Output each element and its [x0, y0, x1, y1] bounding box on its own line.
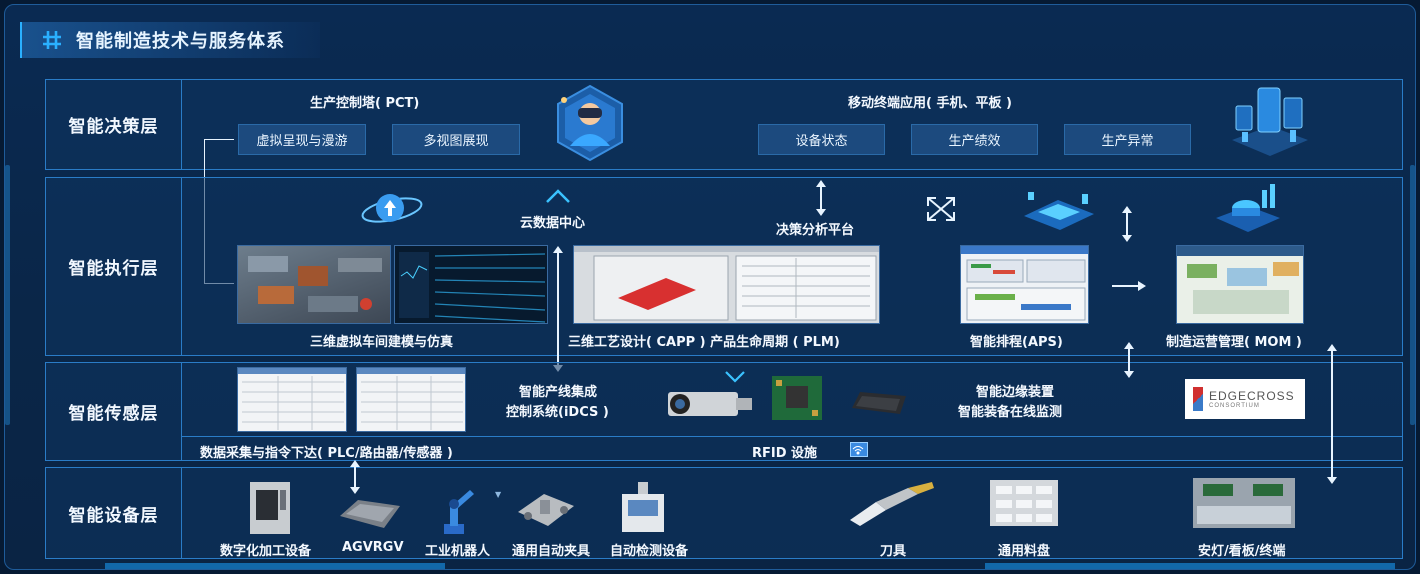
equipment-layer-label: 智能设备层: [46, 468, 182, 558]
camera-icon: [666, 386, 756, 426]
chevron-up-icon: [545, 188, 571, 208]
equipment-label-cnc: 数字化加工设备: [220, 544, 312, 559]
mobile-chip-performance[interactable]: 生产绩效: [911, 124, 1038, 155]
pct-title: 生产控制塔( PCT): [310, 96, 420, 111]
virtual-workshop-image: [237, 245, 391, 324]
andon-board-icon: [1193, 478, 1295, 532]
cloud-upload-icon: [360, 186, 424, 232]
equipment-label-inspection: 自动检测设备: [610, 544, 689, 559]
equipment-label-fixture: 通用自动夹具: [512, 544, 591, 559]
page-title: 智能制造技术与服务体系: [76, 31, 285, 52]
frame-edge-left: [5, 165, 10, 425]
expand-arrows-icon: [924, 194, 958, 228]
cloud-data-center-label: 云数据中心: [520, 216, 586, 231]
mom-caption: 制造运营管理( MOM ): [1166, 335, 1302, 350]
scada-window-2: [356, 367, 466, 432]
mobile-chip-exception[interactable]: 生产异常: [1064, 124, 1191, 155]
equipment-label-tray: 通用料盘: [998, 544, 1051, 559]
idcs-line1: 智能产线集成: [519, 385, 598, 400]
vr-headset-user-icon: [550, 84, 630, 162]
capp-plm-image: [573, 245, 880, 324]
execution-layer-label: 智能执行层: [46, 178, 182, 355]
pct-chip-virtual-roaming[interactable]: 虚拟呈现与漫游: [238, 124, 366, 155]
edgecross-logo-mark: [1193, 387, 1203, 411]
edgecross-logo: EDGECROSS CONSORTIUM: [1185, 379, 1305, 419]
arrow-plc-to-equipment: [350, 460, 360, 494]
equipment-label-agv: AGVRGV: [342, 540, 404, 555]
aps-screen-image: [960, 245, 1089, 324]
mom-screen-image: [1176, 245, 1304, 324]
equipment-label-robot: 工业机器人: [425, 544, 491, 559]
industrial-robot-icon: [430, 484, 478, 540]
equipment-label-tool: 刀具: [880, 544, 907, 559]
cnc-machine-icon: [246, 480, 294, 540]
sensing-layer-label: 智能传感层: [46, 363, 182, 460]
simulation-caption: 三维虚拟车间建模与仿真: [310, 335, 454, 350]
edge-line1: 智能边缘装置: [976, 385, 1055, 400]
sensing-divider: [181, 436, 1403, 437]
fixture-icon: [514, 486, 578, 536]
decision-platform-label: 决策分析平台: [776, 223, 855, 238]
page-title-bar: 智能制造技术与服务体系: [20, 22, 320, 58]
arrow-cloud-to-idcs: [553, 246, 563, 372]
rfid-caption: RFID 设施: [752, 446, 818, 461]
arrow-mom-to-edge: [1124, 342, 1134, 378]
arrow-aps-to-mom: [1112, 278, 1146, 297]
mobile-devices-icon: [1222, 84, 1318, 160]
edge-line2: 智能装备在线监测: [958, 405, 1063, 420]
small-triangle-icon: ▼: [495, 490, 502, 499]
plc-caption: 数据采集与指令下达( PLC/路由器/传感器 ): [200, 446, 453, 461]
arrow-decision-exchange: [816, 180, 826, 216]
scada-window-1: [237, 367, 347, 432]
grid-icon: [40, 28, 64, 52]
edgecross-logo-text: EDGECROSS: [1209, 389, 1295, 403]
arrow-mom-to-andon: [1327, 344, 1337, 484]
idcs-line2: 控制系统(iDCS ): [506, 405, 609, 420]
equipment-label-andon: 安灯/看板/终端: [1198, 544, 1286, 559]
rfid-icon: [850, 442, 868, 457]
chevron-down-icon: [724, 368, 746, 387]
digital-twin-dashboard-image: [394, 245, 548, 324]
aps-caption: 智能排程(APS): [970, 335, 1063, 350]
circuit-board-icon: [770, 374, 824, 426]
cutting-tool-icon: [846, 480, 936, 530]
pct-chip-multiview[interactable]: 多视图展现: [392, 124, 520, 155]
edgecross-logo-subtext: CONSORTIUM: [1209, 403, 1260, 409]
agv-icon: [338, 494, 402, 536]
decision-layer-label: 智能决策层: [46, 80, 182, 169]
material-tray-icon: [988, 478, 1060, 532]
arrow-aps-exchange: [1122, 206, 1132, 242]
edge-device-icon: [848, 388, 908, 422]
frame-edge-right: [1410, 165, 1415, 425]
mobile-chip-device-status[interactable]: 设备状态: [758, 124, 885, 155]
capp-plm-caption: 三维工艺设计( CAPP ) 产品生命周期 ( PLM): [568, 335, 840, 350]
mom-server-icon: [1212, 180, 1284, 234]
mobile-title: 移动终端应用( 手机、平板 ): [848, 96, 1012, 111]
aps-board-icon: [1018, 186, 1098, 232]
footer-accent-right: [985, 563, 1395, 569]
footer-accent-left: [105, 563, 445, 569]
inspection-machine-icon: [618, 480, 668, 538]
